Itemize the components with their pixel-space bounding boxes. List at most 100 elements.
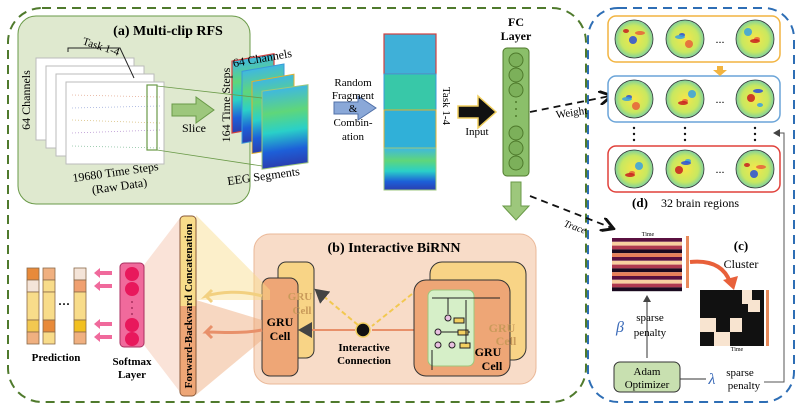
vertical-ellipsis-dot	[632, 132, 636, 136]
slice-arrow	[171, 96, 215, 124]
random-label-3: &	[349, 103, 358, 115]
fc-title-2: Layer	[501, 29, 532, 43]
panel-d-title: (d)	[632, 195, 648, 210]
vertical-ellipsis-dot	[632, 138, 636, 142]
panel-a-title: (a) Multi-clip RFS	[113, 24, 223, 39]
vertical-ellipsis-dot	[753, 126, 757, 130]
topomap-blob	[756, 165, 766, 169]
weight-arrow	[529, 96, 610, 113]
brain-row-ellipsis: ...	[716, 162, 725, 176]
vertical-ellipsis-dot	[683, 138, 687, 142]
cluster-time-label: Time	[731, 347, 744, 353]
cluster-heatmap	[700, 290, 769, 346]
combined-fragments	[383, 33, 437, 191]
softmax-label-2: Layer	[118, 369, 146, 381]
adam-optimizer-box	[613, 361, 681, 393]
concat-fan-softmax	[144, 218, 180, 392]
topomap-blob	[750, 39, 760, 43]
row-transition-arrow	[713, 66, 727, 76]
trace-heatmap-row	[612, 279, 682, 284]
optimizer-label-2: Optimizer	[625, 379, 670, 391]
beta-text-2: penalty	[634, 327, 667, 339]
time-steps-label: 164 Time Steps	[219, 67, 233, 142]
brain-row-ellipsis: ...	[716, 32, 725, 46]
lambda-symbol: λ	[708, 371, 716, 388]
optimizer-label-1: Adam	[634, 366, 661, 378]
vertical-ellipsis-dot	[753, 132, 757, 136]
lambda-text-1: sparse	[726, 367, 754, 379]
interpretation-container	[587, 7, 795, 403]
topomap-blob	[632, 102, 640, 110]
raw-eeg-stack	[35, 47, 165, 165]
task-vertical-label: Task 1-4	[440, 87, 452, 126]
trace-time-label: Time	[642, 232, 655, 238]
trace-heatmap-row	[612, 276, 682, 280]
brain-row-ellipsis: ...	[716, 92, 725, 106]
topomap-blob	[744, 163, 750, 167]
input-label: Input	[465, 126, 488, 138]
panel-b-title: (b) Interactive BiRNN	[328, 241, 461, 256]
random-label-2: Fragment	[332, 90, 374, 102]
topomap-blob	[747, 94, 755, 102]
gru-right-back-label-1: GRU	[489, 321, 516, 335]
brain-topomap	[665, 149, 705, 189]
random-label-4: Combin-	[333, 117, 372, 129]
trace-label: Trace	[562, 219, 588, 237]
trace-heatmap-row	[612, 257, 682, 261]
topomap-blob	[688, 90, 696, 98]
topomap-blob	[625, 173, 635, 177]
model-container	[7, 7, 587, 403]
gru-back-label-2: Cell	[293, 305, 312, 317]
topomap-blob	[675, 35, 685, 39]
topomap-blob	[635, 31, 645, 35]
brain-topomap	[614, 149, 654, 189]
trace-heatmap-row	[612, 268, 682, 273]
cluster-colorbar	[766, 290, 769, 346]
trace-heatmap	[612, 238, 682, 292]
topomap-blob	[750, 170, 758, 178]
interactive-label-2: Connection	[337, 355, 391, 367]
topomap-blob	[629, 36, 637, 44]
gru-to-concat-yellow	[200, 288, 263, 304]
trace-heatmap-row	[612, 260, 682, 265]
trace-heatmap-row	[612, 272, 682, 276]
trace-heatmap-row	[612, 283, 682, 288]
gru-front-label-1: GRU	[267, 315, 294, 329]
prediction-ellipsis: ···	[58, 297, 70, 311]
beta-text-1: sparse	[636, 312, 664, 324]
vertical-ellipsis-dot	[632, 126, 636, 130]
panel-c-title: (c)	[734, 238, 748, 253]
interaction-arrow-yellow	[314, 288, 359, 326]
trace-arrow	[529, 195, 612, 228]
topomap-blob	[757, 103, 763, 107]
trace-heatmap-row	[612, 249, 682, 254]
topomap-blob	[675, 166, 683, 174]
topomap-blob	[753, 89, 763, 93]
softmax-label-1: Softmax	[112, 356, 152, 368]
brain-topomap	[614, 79, 654, 119]
brain-topomap	[735, 79, 775, 119]
trace-heatmap-row	[612, 245, 682, 250]
gru-right-front-label-2: Cell	[482, 359, 503, 373]
slice-label: Slice	[182, 121, 206, 135]
right-to-node-yellow	[371, 293, 413, 327]
gru-back-label-1: GRU	[288, 291, 313, 303]
fc-title-1: FC	[508, 15, 524, 29]
concat-fan-bottom	[196, 300, 262, 395]
eeg-segments-stack	[156, 52, 309, 170]
forward-backward-concatenation	[179, 215, 197, 397]
trace-heatmap-row	[612, 264, 682, 269]
cluster-block	[730, 318, 742, 332]
cluster-label: Cluster	[724, 257, 759, 271]
vertical-ellipsis-dot	[753, 138, 757, 142]
random-fragment-arrow	[333, 95, 377, 121]
topomap-blob	[623, 29, 629, 33]
gru-front-label-2: Cell	[270, 329, 291, 343]
beta-symbol: β	[615, 319, 624, 336]
gru-internal-diagram	[427, 289, 475, 367]
topomap-blob	[678, 101, 688, 105]
vertical-ellipsis-dot	[683, 132, 687, 136]
gru-right-back-label-2: Cell	[496, 334, 517, 348]
feedback-line	[764, 129, 785, 383]
